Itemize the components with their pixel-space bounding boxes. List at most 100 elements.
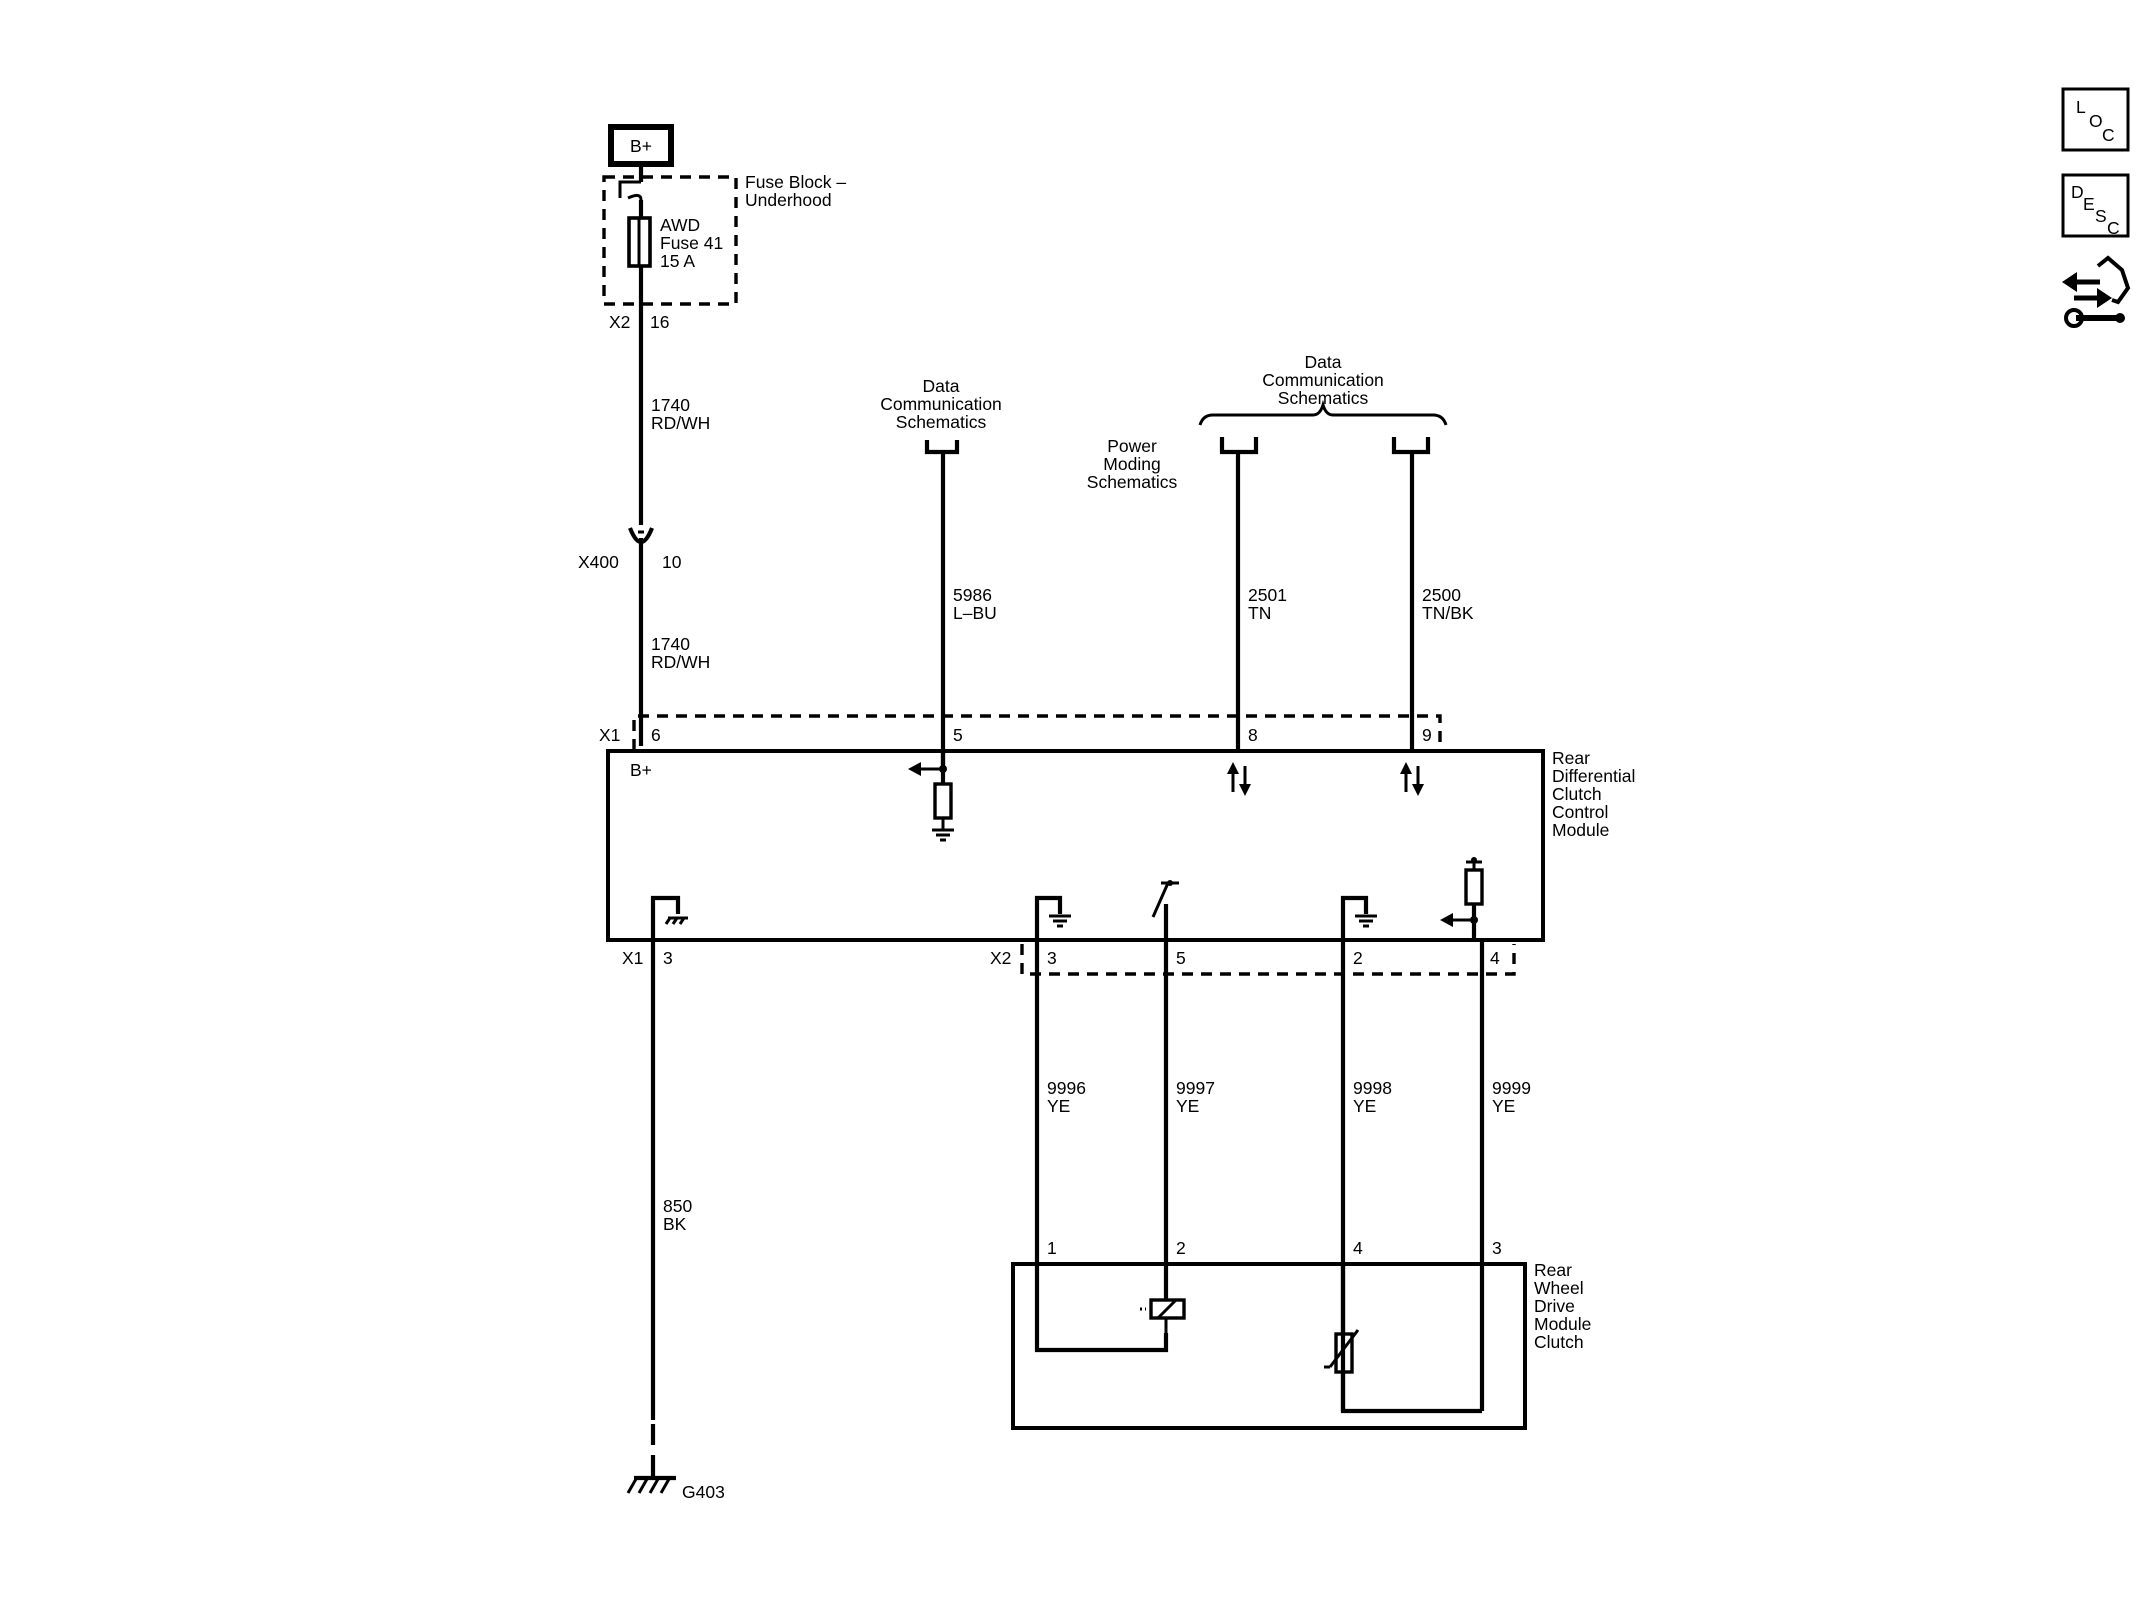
connector-x1-top: X1 6 5 8 9 xyxy=(599,714,1442,750)
rear-wheel-drive-module-clutch: Rear Wheel Drive Module Clutch 1 2 4 3 xyxy=(1011,1238,1591,1430)
connector-repair-icon xyxy=(2062,255,2131,328)
x2-pin-4: 4 xyxy=(1490,948,1500,968)
wire-1740-circuit-lower: 1740 xyxy=(651,634,690,654)
clutch-name-5: Clutch xyxy=(1534,1332,1584,1352)
data-communication-reference-right[interactable]: Data Communication Schematics xyxy=(1198,352,1448,455)
bplus-label: B+ xyxy=(630,136,652,156)
inline-connector-x400: X400 10 xyxy=(578,527,682,572)
x400-pin: 10 xyxy=(662,552,682,572)
wire-9998-circuit: 9998 xyxy=(1353,1078,1392,1098)
ground-name: G403 xyxy=(682,1482,725,1502)
desc-letter-d: D xyxy=(2071,182,2084,202)
fuse-name: AWD xyxy=(660,215,700,235)
solenoid-coil-icon xyxy=(1140,1298,1186,1333)
x1-lower-name: X1 xyxy=(622,948,643,968)
wire-9999: 9999 YE xyxy=(1479,940,1531,1411)
signal-ground-icon xyxy=(1034,895,1071,940)
wire-9996-color: YE xyxy=(1047,1096,1070,1116)
fuse-rating: 15 A xyxy=(660,251,695,271)
chassis-ground-icon xyxy=(650,895,688,940)
x1-pin-5: 5 xyxy=(953,725,963,745)
wire-850-circuit: 850 xyxy=(663,1196,692,1216)
ref-right-line3: Schematics xyxy=(1278,388,1369,408)
rear-differential-clutch-control-module: Rear Differential Clutch Control Module … xyxy=(606,748,1635,942)
clutch-pin-3: 3 xyxy=(1492,1238,1502,1258)
clutch-pin-1: 1 xyxy=(1047,1238,1057,1258)
clutch-name-2: Wheel xyxy=(1534,1278,1584,1298)
clutch-pin-2: 2 xyxy=(1176,1238,1186,1258)
x2-name: X2 xyxy=(990,948,1011,968)
description-button[interactable]: D E S C xyxy=(2061,173,2130,238)
ref-left-line1: Data xyxy=(923,376,960,396)
module-bplus: B+ xyxy=(630,760,652,780)
switch-icon xyxy=(1151,880,1179,940)
ref-right-line2: Communication xyxy=(1262,370,1384,390)
thermistor-icon xyxy=(1324,1264,1360,1411)
input-pulldown-icon xyxy=(908,751,954,842)
battery-positive-source: B+ xyxy=(608,124,674,167)
x2-pin-2: 2 xyxy=(1353,948,1363,968)
x2-pin-5: 5 xyxy=(1176,948,1186,968)
power-moding-line2: Moding xyxy=(1103,454,1160,474)
fuse-block-name-2: Underhood xyxy=(745,190,832,210)
wire-2500-color: TN/BK xyxy=(1422,603,1474,623)
connector-repair-button[interactable] xyxy=(2062,255,2131,328)
input-pullup-icon xyxy=(1440,857,1484,940)
fuse-block-connector: X2 xyxy=(609,312,630,332)
loc-letter-o: O xyxy=(2089,111,2103,131)
loc-letter-c: C xyxy=(2102,125,2115,145)
x2-pin-3: 3 xyxy=(1047,948,1057,968)
wire-2501-color: TN xyxy=(1248,603,1271,623)
x1-top-name: X1 xyxy=(599,725,620,745)
wire-2500-circuit: 2500 xyxy=(1422,585,1461,605)
wire-850-color: BK xyxy=(663,1214,687,1234)
power-moding-reference[interactable]: Power Moding Schematics xyxy=(1087,436,1178,492)
fuse-number: Fuse 41 xyxy=(660,233,723,253)
ref-left-line2: Communication xyxy=(880,394,1002,414)
wire-5986-color: L–BU xyxy=(953,603,997,623)
wire-2500: 2500 TN/BK xyxy=(1409,452,1474,750)
wire-1740-color-lower: RD/WH xyxy=(651,652,710,672)
ref-left-line3: Schematics xyxy=(896,412,987,432)
power-moding-line3: Schematics xyxy=(1087,472,1178,492)
loc-letter-l: L xyxy=(2076,97,2086,117)
x1-lower-pin: 3 xyxy=(663,948,673,968)
desc-letter-e: E xyxy=(2083,194,2095,214)
x1-pin-6: 6 xyxy=(651,725,661,745)
wire-9996-circuit: 9996 xyxy=(1047,1078,1086,1098)
desc-letter-s: S xyxy=(2095,206,2107,226)
wire-9998-color: YE xyxy=(1353,1096,1376,1116)
bidirectional-arrow-icon xyxy=(1227,762,1251,796)
clutch-name-4: Module xyxy=(1534,1314,1591,1334)
power-moding-line1: Power xyxy=(1107,436,1157,456)
connector-x2: X2 3 5 2 4 xyxy=(990,944,1516,976)
wire-9997: 9997 YE xyxy=(1163,940,1215,1300)
module-name-5: Module xyxy=(1552,820,1609,840)
signal-ground-icon xyxy=(1340,895,1377,940)
wire-2501-circuit: 2501 xyxy=(1248,585,1287,605)
x400-name: X400 xyxy=(578,552,619,572)
fuse-block-name: Fuse Block – xyxy=(745,172,846,192)
wire-1740-color: RD/WH xyxy=(651,413,710,433)
wire-9997-circuit: 9997 xyxy=(1176,1078,1215,1098)
fuse-block-underhood: Fuse Block – Underhood AWD Fuse 41 15 A xyxy=(602,164,846,306)
x1-pin-8: 8 xyxy=(1248,725,1258,745)
wire-9999-circuit: 9999 xyxy=(1492,1078,1531,1098)
ground-g403-icon: G403 xyxy=(626,1475,725,1502)
wire-5986-circuit: 5986 xyxy=(953,585,992,605)
x1-pin-9: 9 xyxy=(1422,725,1432,745)
module-name-3: Clutch xyxy=(1552,784,1602,804)
location-button[interactable]: L O C xyxy=(2061,87,2130,152)
clutch-pin-4: 4 xyxy=(1353,1238,1363,1258)
clutch-name-1: Rear xyxy=(1534,1260,1572,1280)
clutch-name-3: Drive xyxy=(1534,1296,1575,1316)
data-communication-reference-left[interactable]: Data Communication Schematics xyxy=(880,376,1002,455)
module-name-4: Control xyxy=(1552,802,1608,822)
wire-1740-circuit: 1740 xyxy=(651,395,690,415)
fuse-block-pin: 16 xyxy=(650,312,669,332)
wire-9999-color: YE xyxy=(1492,1096,1515,1116)
wire-9997-color: YE xyxy=(1176,1096,1199,1116)
desc-letter-c: C xyxy=(2107,218,2120,238)
bidirectional-arrow-icon xyxy=(1400,762,1424,796)
module-name-2: Differential xyxy=(1552,766,1635,786)
